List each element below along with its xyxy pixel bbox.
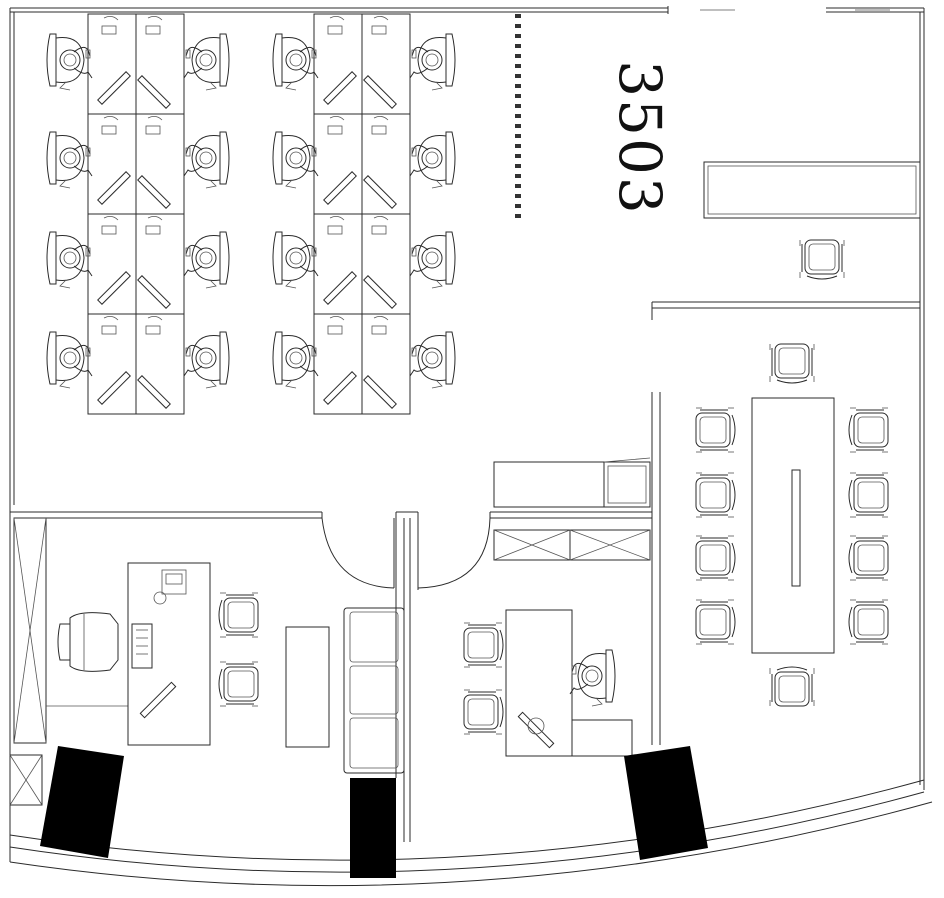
reception-counter: [703, 161, 921, 219]
sofa: [343, 607, 405, 774]
office-middle-walls: [417, 511, 652, 589]
conference-table: [751, 397, 835, 654]
reception-chair: [799, 239, 845, 280]
office-middle-desk: [505, 609, 633, 757]
outer-walls: [9, 6, 933, 887]
office-left-wardrobe: [9, 517, 128, 806]
meeting-room-walls: [651, 301, 920, 745]
office-middle-cabinet: [493, 529, 651, 561]
storage-cabinet: [493, 457, 651, 508]
manager-chair: [57, 612, 119, 672]
office-middle-staff-chair: [569, 649, 616, 707]
workstation-block-left: [46, 13, 230, 415]
room-number-label: 3503: [606, 60, 674, 216]
manager-desk: [127, 562, 211, 746]
office-left-guest-chairs: [218, 592, 259, 707]
office-middle-guest-chairs: [463, 622, 504, 735]
workstation-block-right: [272, 13, 456, 415]
coffee-table: [285, 626, 330, 748]
structural-columns: [40, 746, 708, 878]
